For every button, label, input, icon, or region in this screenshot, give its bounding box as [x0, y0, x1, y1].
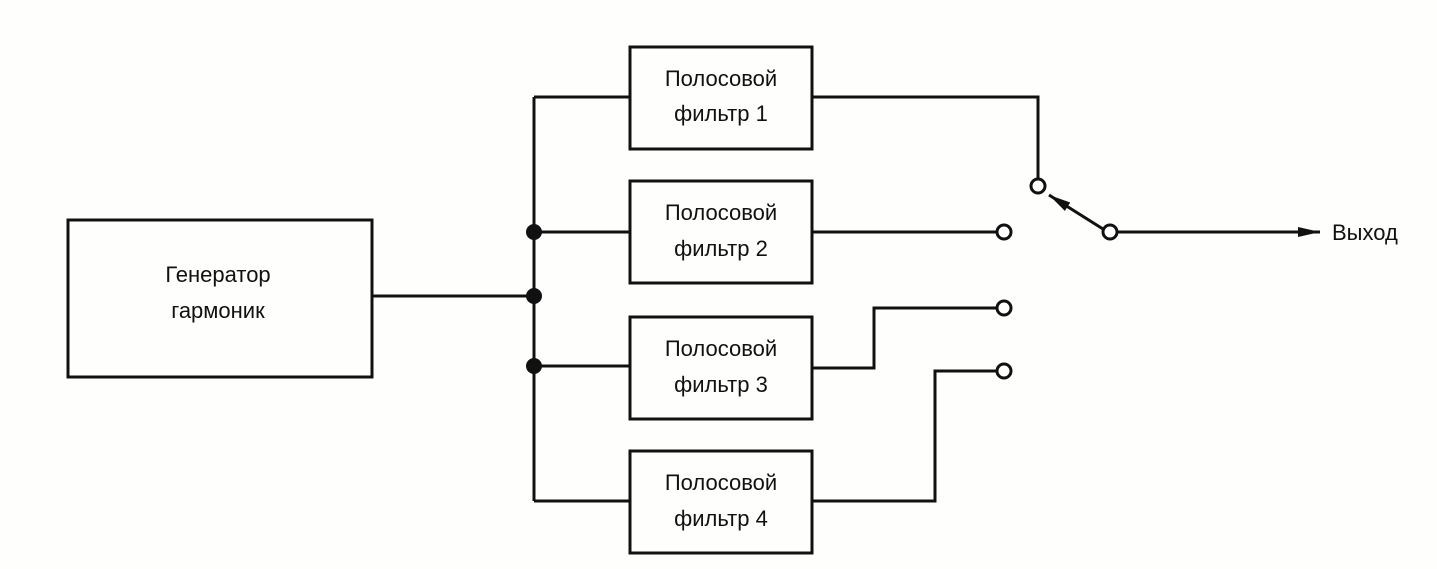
output-label: Выход	[1332, 220, 1398, 245]
filter-4-box	[628, 449, 814, 555]
filter-3-label-line1: Полосовой	[665, 336, 777, 361]
filter-4-label-line2: фильтр 4	[674, 506, 768, 531]
filter-4-label-line1: Полосовой	[665, 470, 777, 495]
filter-1-output-wire	[812, 95, 1040, 178]
junction-dot	[526, 288, 542, 304]
filter-2-label-line1: Полосовой	[665, 200, 777, 225]
switch-contact-4	[995, 362, 1013, 380]
filter-1-box	[628, 45, 814, 151]
switch-contact-2	[995, 223, 1013, 241]
junction-dot	[526, 224, 542, 240]
generator-box	[66, 218, 374, 379]
filter-3-label-line2: фильтр 3	[674, 372, 768, 397]
filter-3-block: Полосовой фильтр 3	[628, 315, 814, 421]
switch-contact-1	[1029, 177, 1047, 195]
switch-common-contact	[1101, 223, 1119, 241]
filter-1-label-line1: Полосовой	[665, 66, 777, 91]
filter-4-output-wire	[812, 369, 997, 503]
filter-2-block: Полосовой фильтр 2	[628, 179, 814, 285]
filter-1-label-line2: фильтр 1	[674, 101, 768, 126]
generator-label-line1: Генератор	[165, 262, 270, 287]
filter-2-box	[628, 179, 814, 285]
switch-contact-3	[995, 299, 1013, 317]
filter-2-label-line2: фильтр 2	[674, 236, 768, 261]
filter-4-block: Полосовой фильтр 4	[628, 449, 814, 555]
junction-dot	[526, 358, 542, 374]
filter-1-block: Полосовой фильтр 1	[628, 45, 814, 151]
generator-label-line2: гармоник	[171, 298, 265, 323]
filter-3-output-wire	[812, 306, 997, 370]
switch-arm	[1048, 193, 1104, 231]
filter-3-box	[628, 315, 814, 421]
generator-block: Генератор гармоник	[66, 218, 374, 379]
